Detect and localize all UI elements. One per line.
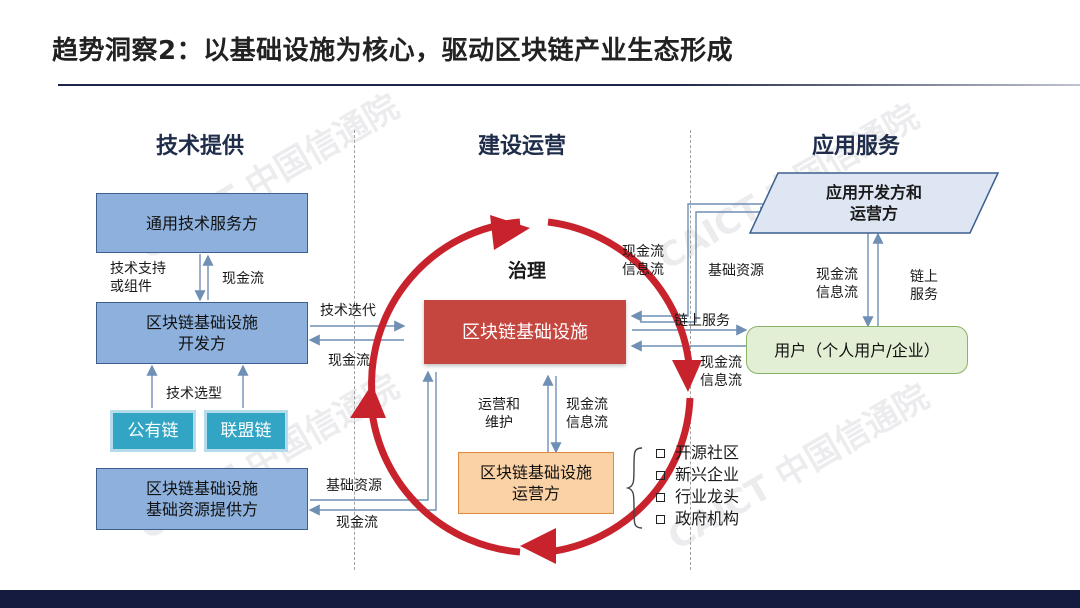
label-ops-maint: 运营和 维护 bbox=[478, 397, 520, 431]
consortium-chain-box: 联盟链 bbox=[204, 410, 288, 452]
cycle-arrowhead-top bbox=[490, 215, 530, 250]
cycle-arrowhead-left bbox=[350, 384, 386, 418]
label-user-cash-info: 现金流 信息流 bbox=[700, 355, 742, 389]
list-item: 行业龙头 bbox=[656, 486, 739, 508]
page-title: 趋势洞察2：以基础设施为核心，驱动区块链产业生态形成 bbox=[52, 36, 734, 66]
title-divider bbox=[58, 84, 1080, 86]
label-cash-flow-3: 现金流 bbox=[336, 515, 378, 531]
user-box: 用户（个人用户/企业） bbox=[746, 326, 968, 374]
footer-bar bbox=[0, 590, 1080, 608]
list-item: 开源社区 bbox=[656, 442, 739, 464]
governance-label: 治理 bbox=[508, 260, 547, 282]
label-basic-resource: 基础资源 bbox=[326, 478, 382, 494]
label-app-cash-info: 现金流 信息流 bbox=[622, 244, 664, 278]
infra-operator-box: 区块链基础设施 运营方 bbox=[458, 452, 614, 514]
label-chain-service: 链上服务 bbox=[674, 313, 730, 329]
label-app-user-cash-info: 现金流 信息流 bbox=[816, 267, 858, 301]
column-heading-tech: 技术提供 bbox=[156, 134, 245, 159]
column-divider bbox=[354, 130, 355, 570]
column-heading-app: 应用服务 bbox=[812, 134, 901, 159]
label-tech-support: 技术支持 或组件 bbox=[110, 261, 166, 295]
checkbox-icon bbox=[656, 448, 665, 458]
column-heading-build: 建设运营 bbox=[478, 134, 567, 159]
cycle-arrowhead-bottom bbox=[520, 528, 556, 564]
app-developer-operator-box: 应用开发方和 运营方 bbox=[748, 172, 1000, 234]
label-cash-info: 现金流 信息流 bbox=[566, 397, 608, 431]
label-cash-flow: 现金流 bbox=[222, 271, 264, 287]
public-chain-box: 公有链 bbox=[110, 410, 196, 452]
general-tech-provider-box: 通用技术服务方 bbox=[96, 193, 308, 253]
label-chain-service-2: 链上 服务 bbox=[910, 269, 938, 303]
cycle-arrowhead-right bbox=[672, 360, 702, 392]
infra-developer-box: 区块链基础设施 开发方 bbox=[96, 302, 308, 364]
checkbox-icon bbox=[656, 492, 665, 502]
label-tech-select: 技术选型 bbox=[166, 386, 222, 402]
checkbox-icon bbox=[656, 514, 665, 524]
brace-icon bbox=[626, 447, 643, 529]
infra-resource-provider-box: 区块链基础设施 基础资源提供方 bbox=[96, 468, 308, 530]
ecosystem-list: 开源社区 新兴企业 行业龙头 政府机构 bbox=[656, 442, 739, 530]
blockchain-infra-core-box: 区块链基础设施 bbox=[424, 300, 626, 364]
checkbox-icon bbox=[656, 470, 665, 480]
label-tech-iterate: 技术迭代 bbox=[320, 303, 376, 319]
label-basic-resource-2: 基础资源 bbox=[708, 263, 764, 279]
list-item: 新兴企业 bbox=[656, 464, 739, 486]
list-item: 政府机构 bbox=[656, 508, 739, 530]
label-cash-flow-2: 现金流 bbox=[328, 353, 370, 369]
